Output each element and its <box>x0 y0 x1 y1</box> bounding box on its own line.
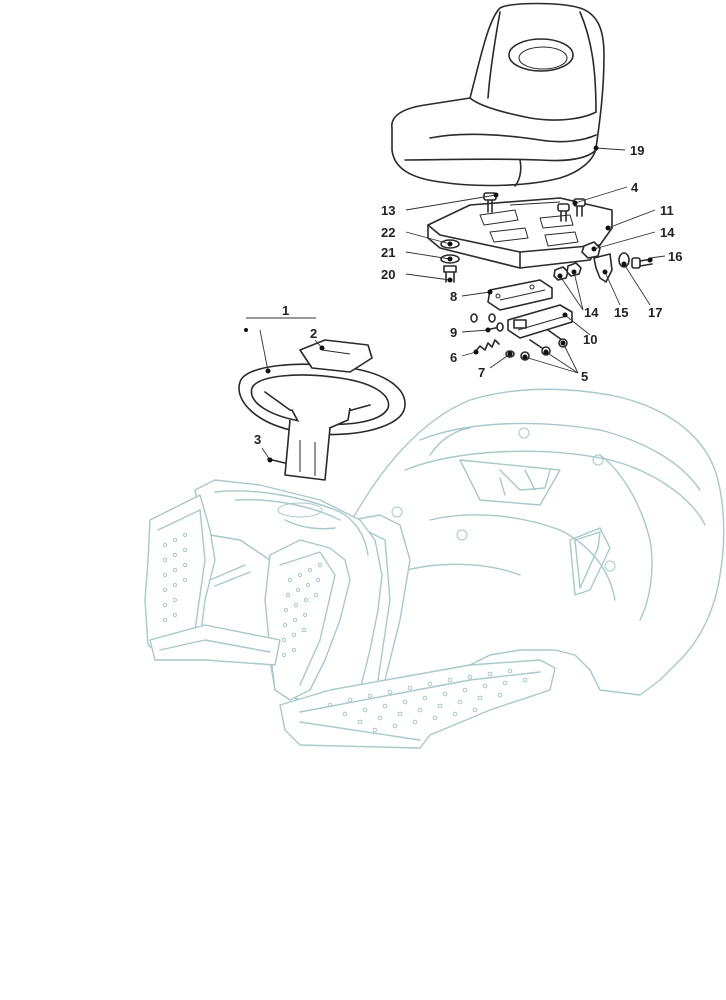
washer-17 <box>618 252 630 268</box>
bolt-16 <box>631 257 653 269</box>
callout-7: 7 <box>478 365 485 380</box>
callout-14-left: 14 <box>584 305 599 320</box>
callout-10: 10 <box>583 332 597 347</box>
callout-labels: 19 4 13 11 22 14 21 16 20 8 14 15 17 1 2… <box>254 143 682 447</box>
callout-22: 22 <box>381 225 395 240</box>
callout-16: 16 <box>668 249 682 264</box>
seat <box>391 2 605 187</box>
slide-rail-8 <box>487 279 553 311</box>
callout-6: 6 <box>450 350 457 365</box>
callout-9: 9 <box>450 325 457 340</box>
tractor-body <box>144 388 725 749</box>
callout-20: 20 <box>381 267 395 282</box>
callout-21: 21 <box>381 245 395 260</box>
fasteners-5 <box>520 329 568 361</box>
callout-4: 4 <box>631 180 639 195</box>
callout-11: 11 <box>660 203 674 218</box>
leader-dots <box>244 145 653 463</box>
perforation-holes <box>162 532 323 658</box>
callout-5: 5 <box>581 369 588 384</box>
callout-2: 2 <box>310 326 317 341</box>
callout-1: 1 <box>282 303 289 318</box>
steering-wheel <box>238 363 406 481</box>
steering-wheel-cap <box>299 339 373 373</box>
nut-14-right <box>581 241 601 259</box>
callout-15: 15 <box>614 305 628 320</box>
washer-small-b <box>488 313 496 323</box>
leader-lines <box>246 147 666 461</box>
callout-14-right: 14 <box>660 225 675 240</box>
callout-19: 19 <box>630 143 644 158</box>
footplate-holes <box>327 668 528 733</box>
washer-small-a <box>470 313 478 323</box>
slide-rail-10 <box>507 304 573 339</box>
callout-8: 8 <box>450 289 457 304</box>
callout-3: 3 <box>254 432 261 447</box>
callout-17: 17 <box>648 305 662 320</box>
callout-13: 13 <box>381 203 395 218</box>
spring-6 <box>474 339 500 353</box>
bracket-15 <box>593 253 613 283</box>
